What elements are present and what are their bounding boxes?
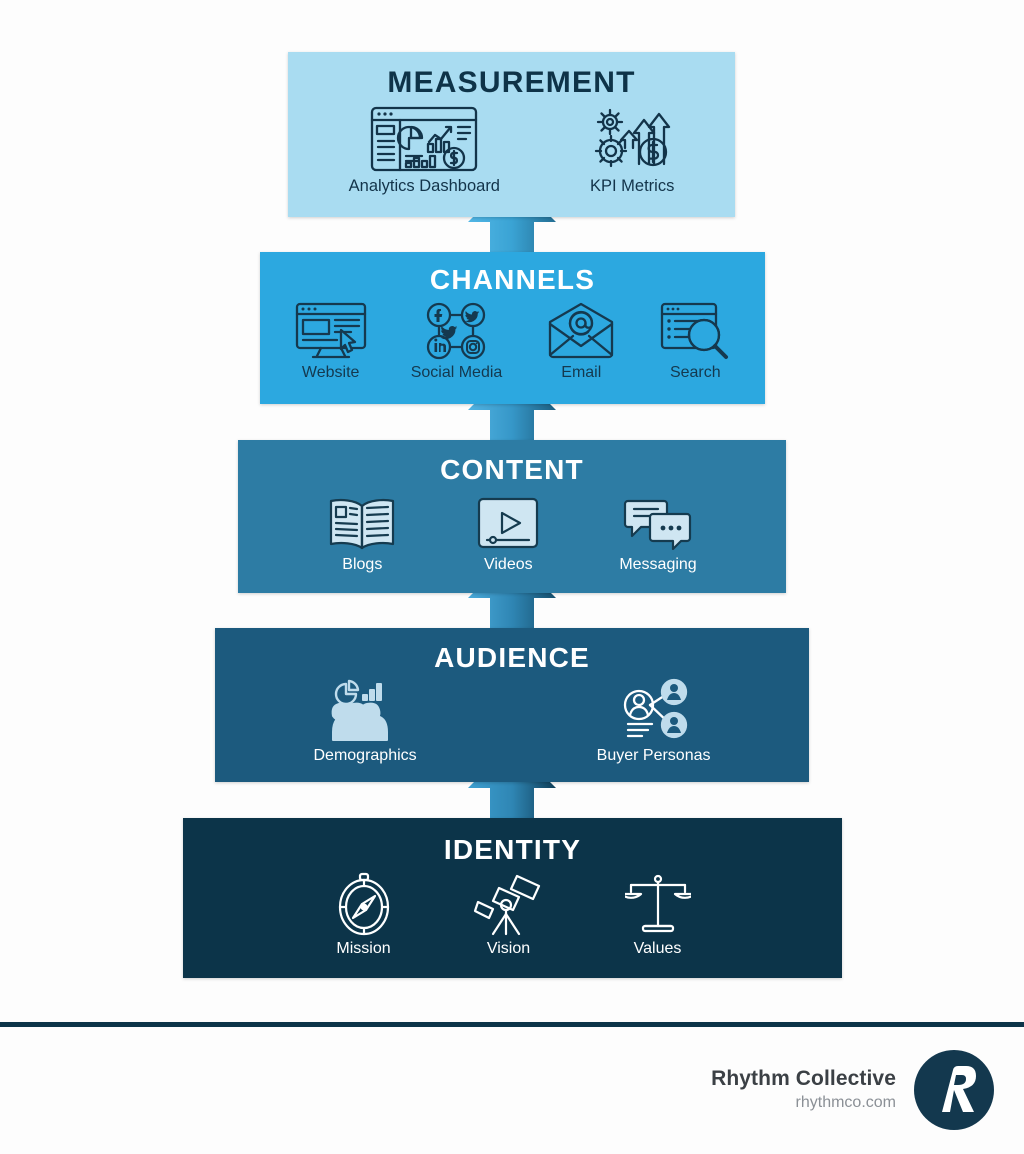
tier-title-content: CONTENT <box>440 454 584 485</box>
website-monitor-icon <box>295 300 367 360</box>
item-label: Videos <box>483 556 533 573</box>
item-label: KPI Metrics <box>589 177 675 195</box>
up-arrow-connector-icon <box>468 178 556 262</box>
tier-identity: IDENTITY <box>183 818 842 978</box>
tier-measurement: MEASUREMENT <box>288 52 735 217</box>
footer-divider <box>0 1022 1024 1027</box>
tier-audience: AUDIENCE <box>215 628 809 782</box>
item-vision: Vision <box>473 870 545 958</box>
item-label: Mission <box>336 940 391 957</box>
footer-branding: Rhythm Collective rhythmco.com <box>711 1048 996 1132</box>
item-label: Vision <box>486 940 531 957</box>
tier-title-identity: IDENTITY <box>443 834 582 865</box>
analytics-dashboard-icon <box>370 104 478 172</box>
tier-items-audience: Demographics <box>215 676 809 765</box>
balance-scales-icon <box>624 870 691 936</box>
item-blogs: Blogs <box>327 492 397 574</box>
item-label: Website <box>301 364 360 381</box>
item-label: Messaging <box>619 556 697 573</box>
item-kpi-metrics: KPI Metrics <box>590 104 674 195</box>
item-messaging: Messaging <box>619 492 697 574</box>
tier-items-content: Blogs Videos <box>238 492 786 574</box>
item-label: Social Media <box>410 364 503 381</box>
social-media-network-icon <box>423 300 489 360</box>
tier-title-measurement: MEASUREMENT <box>387 66 636 99</box>
up-arrow-connector-icon <box>468 554 556 638</box>
tier-items-channels: Website <box>260 300 765 382</box>
item-analytics-dashboard: Analytics Dashboard <box>349 104 500 195</box>
item-label: Demographics <box>313 747 417 764</box>
item-videos: Videos <box>477 492 539 574</box>
item-values: Values <box>624 870 691 958</box>
item-social-media: Social Media <box>410 300 503 382</box>
item-label: Values <box>633 940 682 957</box>
compass-icon <box>335 870 393 936</box>
video-player-icon <box>477 492 539 550</box>
tier-content: CONTENT <box>238 440 786 593</box>
kpi-metrics-icon <box>591 104 673 172</box>
chat-bubbles-icon <box>623 492 693 550</box>
search-magnifier-icon <box>660 300 730 360</box>
tier-title-channels: CHANNELS <box>429 264 596 295</box>
item-email: Email <box>546 300 616 382</box>
tier-channels: CHANNELS <box>260 252 765 404</box>
email-envelope-icon <box>546 300 616 360</box>
item-website: Website <box>295 300 367 382</box>
item-label: Buyer Personas <box>596 747 711 764</box>
marketing-pyramid: MEASUREMENT <box>183 52 842 978</box>
footer-text: Rhythm Collective rhythmco.com <box>711 1067 896 1113</box>
item-demographics: Demographics <box>314 676 417 765</box>
item-label: Blogs <box>342 556 383 573</box>
buyer-personas-network-icon <box>618 676 690 744</box>
brand-url[interactable]: rhythmco.com <box>795 1094 896 1112</box>
tier-title-audience: AUDIENCE <box>434 642 590 673</box>
up-arrow-connector-icon <box>468 744 556 828</box>
item-label: Search <box>669 364 721 381</box>
item-mission: Mission <box>335 870 393 958</box>
item-buyer-personas: Buyer Personas <box>597 676 711 765</box>
tier-items-measurement: Analytics Dashboard <box>288 104 735 195</box>
telescope-icon <box>473 870 545 936</box>
demographics-people-chart-icon <box>329 676 401 744</box>
tier-items-identity: Mission <box>183 870 842 958</box>
up-arrow-connector-icon <box>468 366 556 450</box>
item-label: Analytics Dashboard <box>348 177 500 195</box>
brand-name: Rhythm Collective <box>711 1067 896 1091</box>
open-book-icon <box>327 492 397 550</box>
item-search: Search <box>660 300 730 382</box>
brand-logo-icon <box>914 1050 994 1130</box>
item-label: Email <box>561 364 602 381</box>
